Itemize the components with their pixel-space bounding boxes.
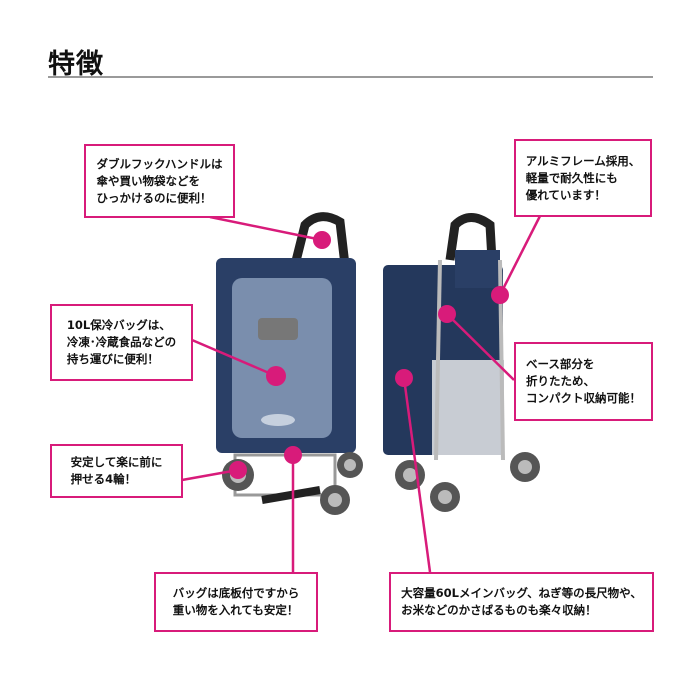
page-title: 特徴	[48, 49, 104, 80]
callout-text: 大容量60Lメインバッグ、ねぎ等の長尺物や、 お米などのかさばるものも楽々収納！	[401, 586, 642, 617]
callout-four-wheels: 安定して楽に前に 押せる4輪！	[50, 444, 183, 498]
callout-text: バッグは底板付ですから 重い物を入れても安定！	[172, 586, 300, 617]
callout-cooler-bag: 10L保冷バッグは、 冷凍･冷蔵食品などの 持ち運びに便利！	[50, 304, 193, 381]
callout-aluminum-frame: アルミフレーム採用、 軽量で耐久性にも 優れています！	[514, 139, 652, 217]
cart-back-image	[383, 213, 540, 512]
callout-text: 安定して楽に前に 押せる4輪！	[70, 455, 163, 486]
callout-double-hook-handle: ダブルフックハンドルは 傘や買い物袋などを ひっかけるのに便利！	[84, 144, 235, 218]
callout-large-capacity: 大容量60Lメインバッグ、ねぎ等の長尺物や、 お米などのかさばるものも楽々収納！	[389, 572, 654, 632]
title-divider	[48, 76, 653, 78]
callout-foldable-base: ベース部分を 折りたため、 コンパクト収納可能！	[514, 342, 653, 421]
callout-text: 10L保冷バッグは、 冷凍･冷蔵食品などの 持ち運びに便利！	[66, 318, 177, 366]
callout-bottom-board: バッグは底板付ですから 重い物を入れても安定！	[154, 572, 318, 632]
callout-text: ベース部分を 折りたため、 コンパクト収納可能！	[526, 357, 641, 405]
callout-text: ダブルフックハンドルは 傘や買い物袋などを ひっかけるのに便利！	[96, 156, 223, 205]
callout-leaders	[181, 215, 542, 573]
callout-text: アルミフレーム採用、 軽量で耐久性にも 優れています！	[525, 153, 641, 202]
